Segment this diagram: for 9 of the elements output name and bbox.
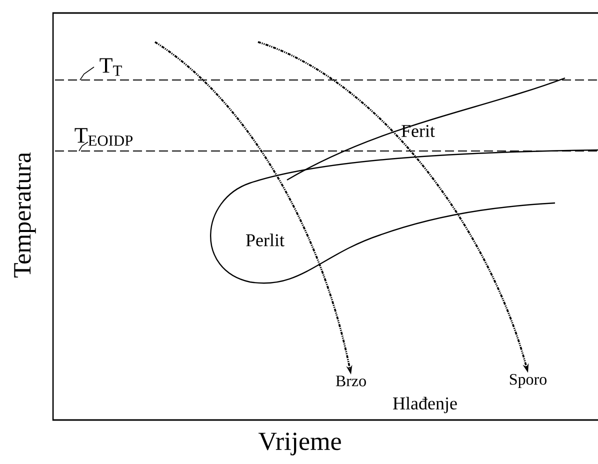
region-label: Perlit: [246, 234, 284, 246]
axis-note: Hlađenje: [393, 396, 457, 414]
axis-title: Temperatura: [14, 152, 36, 278]
region-label: Ferit: [402, 124, 435, 138]
temperature-label: T$_{T}$: [100, 58, 122, 76]
curve-label: Brzo: [336, 376, 366, 386]
axis-title: Vrijeme: [258, 432, 341, 456]
temperature-label: T$_{EOIDP}$: [74, 128, 133, 146]
curve-label: Sporo: [510, 374, 546, 388]
